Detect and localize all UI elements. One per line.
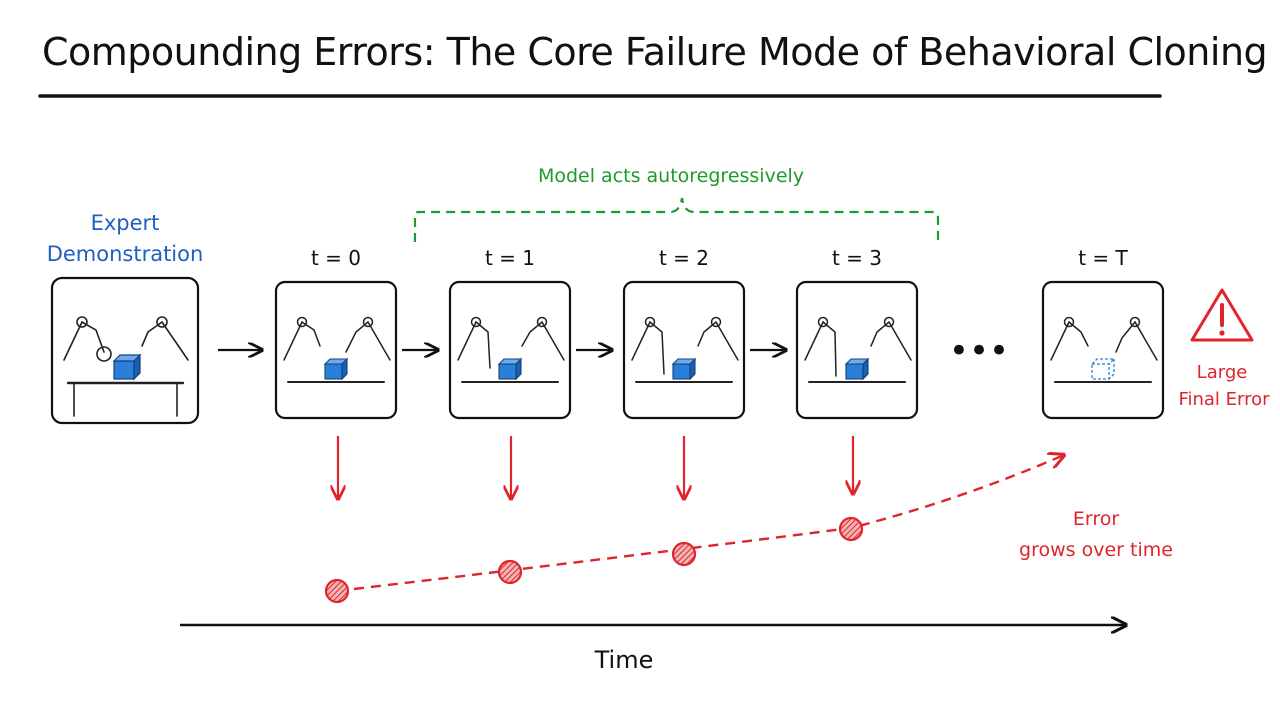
final-error-label-line2: Final Error (1178, 389, 1270, 410)
robot-arms-icon (283, 316, 391, 383)
frame-label-t0: t = 0 (311, 246, 361, 270)
cube-icon (112, 353, 142, 381)
frame-label-tT: t = T (1078, 246, 1128, 270)
frame-tT (1041, 280, 1165, 420)
autoregressive-bracket (413, 197, 940, 242)
frame-label-t1: t = 1 (485, 246, 535, 270)
frame-label-t2: t = 2 (659, 246, 709, 270)
frame-label-t3: t = 3 (832, 246, 882, 270)
cube-icon (671, 357, 697, 381)
final-error-label-line1: Large (1197, 362, 1248, 383)
cube-icon (323, 357, 349, 381)
time-axis-label: Time (594, 646, 654, 674)
robot-arms-icon (804, 316, 912, 383)
expert-frame (50, 276, 200, 425)
frame-t1 (448, 280, 572, 420)
robot-arms-icon (631, 316, 739, 383)
error-point-t2 (671, 541, 697, 567)
ellipsis: ••• (949, 331, 1009, 371)
autoregressive-label: Model acts autoregressively (538, 165, 804, 187)
robot-arms-icon (457, 316, 565, 383)
frame-t3 (795, 280, 919, 420)
robot-arms-icon (63, 316, 189, 417)
warning-triangle-icon (1190, 288, 1254, 342)
expert-label-line2: Demonstration (47, 242, 204, 266)
error-label-line1: Error (1073, 508, 1120, 530)
error-point-t0 (324, 578, 350, 604)
cube-icon (1091, 358, 1116, 380)
error-label-line2: grows over time (1019, 539, 1173, 561)
cube-icon (497, 357, 523, 381)
error-growth-curve (336, 455, 1064, 593)
error-point-t3 (838, 516, 864, 542)
frame-t0 (274, 280, 398, 420)
frame-t2 (622, 280, 746, 420)
robot-arms-icon (1050, 316, 1158, 383)
expert-label-line1: Expert (91, 211, 160, 235)
error-point-t1 (497, 559, 523, 585)
cube-icon (844, 357, 870, 381)
page-title: Compounding Errors: The Core Failure Mod… (42, 30, 1268, 74)
